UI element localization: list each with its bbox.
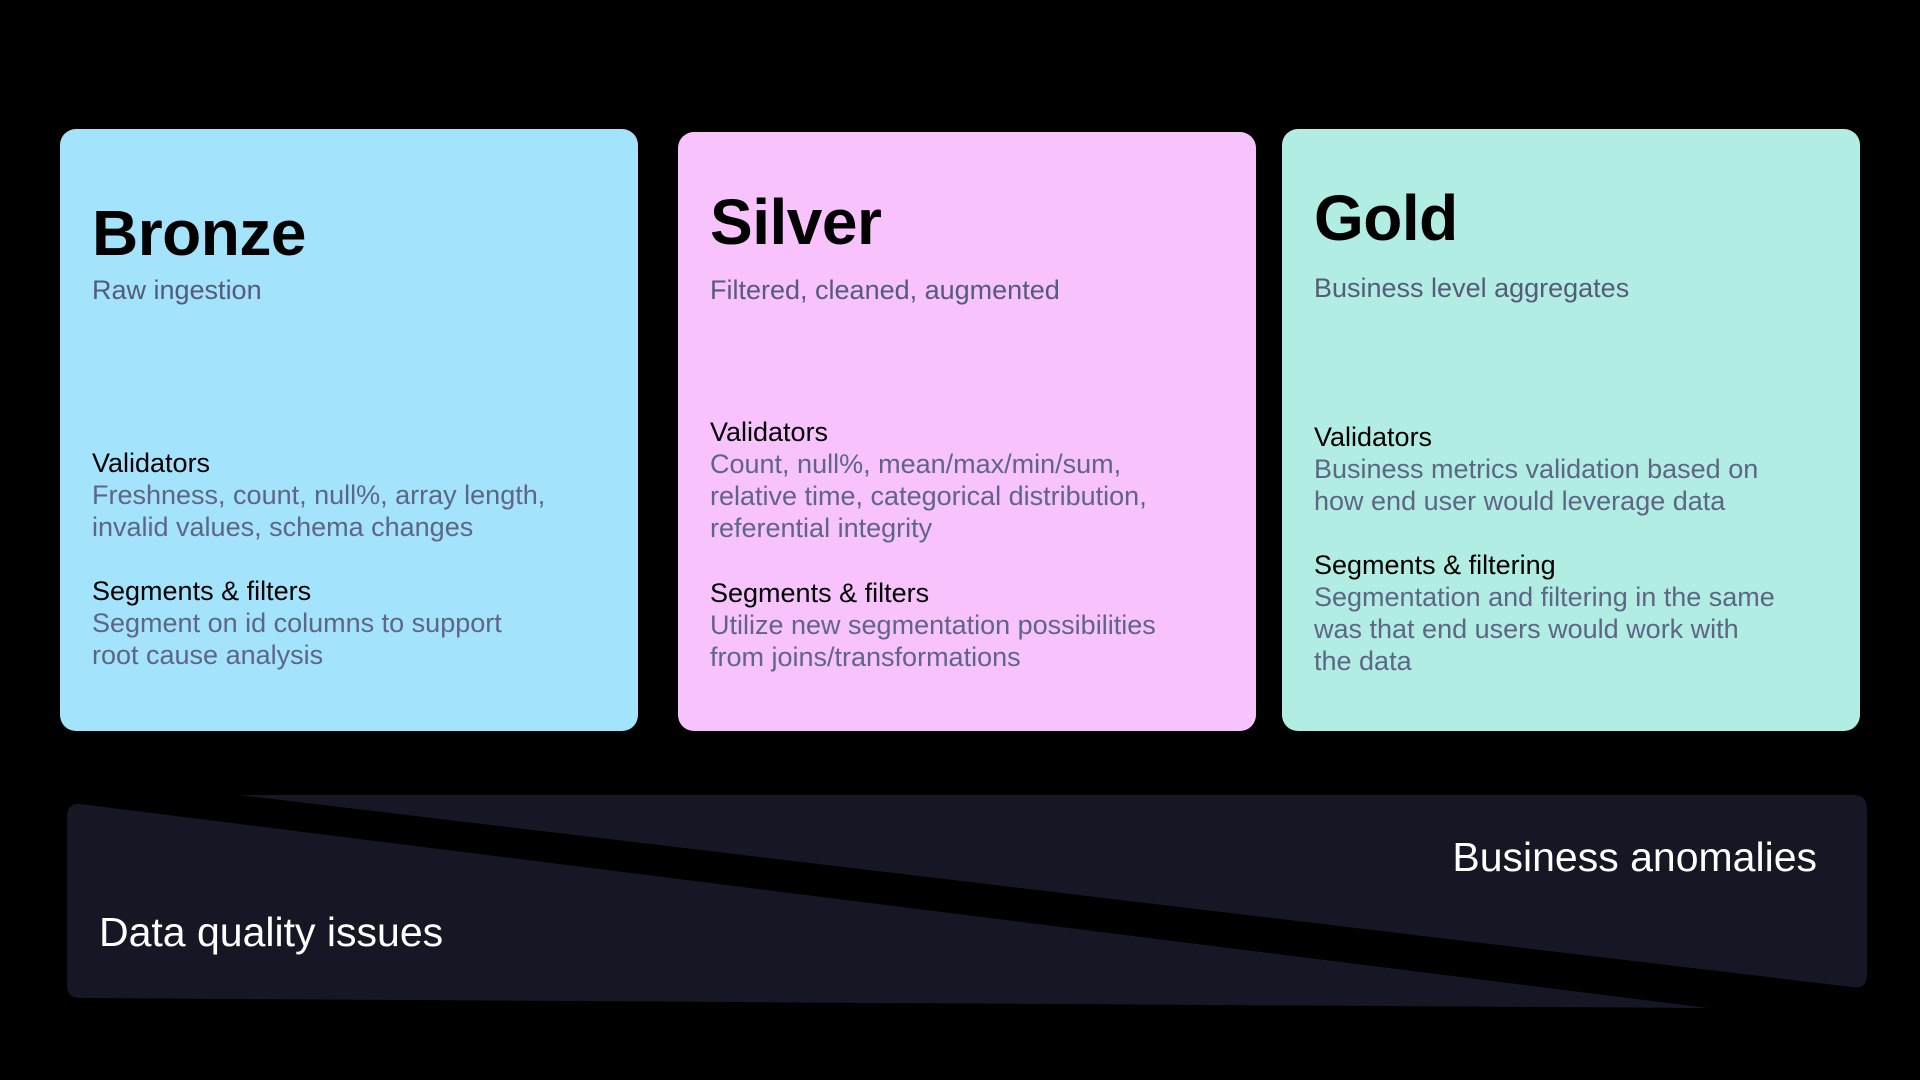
business-anomalies-label: Business anomalies [1452, 834, 1817, 880]
gold-title: Gold [1314, 182, 1458, 254]
section-text: was that end users would work with [1314, 614, 1739, 644]
silver-segments: Segments & filters Utilize new segmentat… [710, 577, 1250, 673]
section-text: relative time, categorical distribution, [710, 481, 1147, 511]
section-text: how end user would leverage data [1314, 486, 1726, 516]
gold-validators: Validators Business metrics validation b… [1314, 421, 1854, 517]
bronze-card: Bronze Raw ingestion Validators Freshnes… [60, 129, 638, 731]
silver-card: Silver Filtered, cleaned, augmented Vali… [678, 132, 1256, 731]
section-text: Segmentation and filtering in the same [1314, 582, 1775, 612]
section-text: invalid values, schema changes [92, 512, 474, 542]
gold-card: Gold Business level aggregates Validator… [1282, 129, 1860, 731]
section-text: the data [1314, 646, 1412, 676]
section-text: Segment on id columns to support [92, 608, 502, 638]
bronze-segments: Segments & filters Segment on id columns… [92, 575, 632, 671]
section-text: from joins/transformations [710, 642, 1021, 672]
section-text: Count, null%, mean/max/min/sum, [710, 449, 1122, 479]
bronze-title: Bronze [92, 197, 306, 269]
gold-subtitle: Business level aggregates [1314, 273, 1630, 303]
gold-segments: Segments & filtering Segmentation and fi… [1314, 549, 1854, 677]
section-text: Freshness, count, null%, array length, [92, 480, 546, 510]
bronze-validators: Validators Freshness, count, null%, arra… [92, 447, 632, 543]
silver-subtitle: Filtered, cleaned, augmented [710, 275, 1060, 305]
section-heading: Segments & filters [92, 576, 312, 606]
section-heading: Validators [92, 448, 211, 478]
section-heading: Segments & filters [710, 578, 930, 608]
section-text: Utilize new segmentation possibilities [710, 610, 1156, 640]
section-text: referential integrity [710, 513, 933, 543]
section-text: Business metrics validation based on [1314, 454, 1759, 484]
silver-title: Silver [710, 186, 882, 258]
bronze-subtitle: Raw ingestion [92, 275, 262, 305]
section-heading: Validators [1314, 422, 1433, 452]
data-quality-label: Data quality issues [99, 909, 444, 955]
section-heading: Segments & filtering [1314, 550, 1556, 580]
silver-validators: Validators Count, null%, mean/max/min/su… [710, 416, 1250, 544]
data-quality-wedge [67, 803, 1708, 1008]
section-heading: Validators [710, 417, 829, 447]
business-anomaly-wedge [239, 795, 1867, 988]
section-text: root cause analysis [92, 640, 324, 670]
